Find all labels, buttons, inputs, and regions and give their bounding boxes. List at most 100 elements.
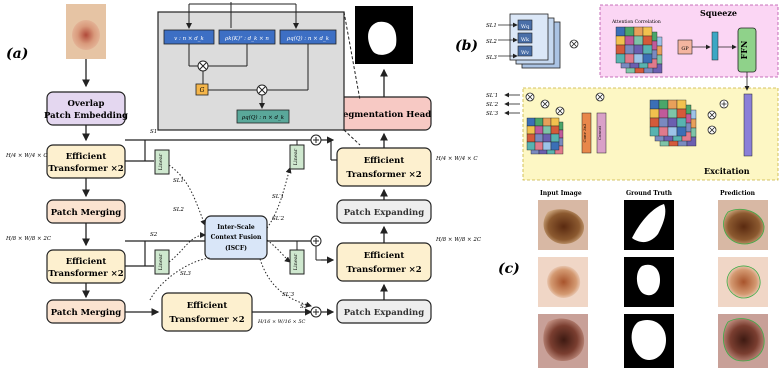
grid-cell bbox=[642, 35, 653, 46]
enc-t3-label-2: Transformer ×2 bbox=[169, 315, 244, 325]
panel-c-label: (c) bbox=[498, 261, 520, 277]
grid-cell bbox=[624, 53, 635, 64]
grid-cell bbox=[676, 99, 687, 110]
grid-cell bbox=[624, 44, 635, 55]
grid-cell bbox=[534, 141, 544, 151]
grid-cell bbox=[526, 133, 536, 143]
patch-expanding-2-label: Patch Expanding bbox=[344, 308, 424, 318]
excitation-output-grid bbox=[526, 117, 564, 155]
patch-merging-2-label: Patch Merging bbox=[51, 308, 122, 318]
dec-dim-2: H/8 × W/8 × 2C bbox=[435, 237, 482, 243]
grid-cell bbox=[526, 125, 536, 135]
v-label: v : n × d_k bbox=[174, 36, 204, 42]
wk-box bbox=[517, 32, 533, 44]
wv-label: Wv bbox=[521, 50, 529, 56]
grid-cell bbox=[647, 58, 658, 69]
multiply-glyph bbox=[597, 94, 603, 100]
grid-cell bbox=[550, 117, 560, 127]
plus-node-1 bbox=[310, 134, 322, 146]
grid-cell bbox=[658, 108, 669, 119]
s2-label: S2 bbox=[150, 232, 158, 238]
grid-cell bbox=[649, 126, 660, 137]
wv-box bbox=[517, 45, 533, 57]
grid-cell bbox=[649, 117, 660, 128]
sl2p-label: SL′2 bbox=[272, 216, 285, 222]
dec-t2-label-1: Efficient bbox=[364, 251, 405, 261]
sl1-label: SL1 bbox=[173, 178, 184, 184]
s3-label-bottom: S3 bbox=[300, 304, 308, 310]
grid-cell bbox=[667, 117, 678, 128]
q-label: ρq(Q) : n × d_k bbox=[286, 35, 330, 42]
mask-shape bbox=[368, 21, 397, 55]
linear-1-label: Linear bbox=[158, 153, 164, 170]
multiply-node-1 bbox=[197, 60, 209, 72]
plus-glyph bbox=[721, 101, 727, 107]
grid-cell bbox=[534, 117, 544, 127]
multiply-glyph bbox=[527, 94, 533, 100]
grid-cell bbox=[550, 133, 560, 143]
grid-cell bbox=[534, 133, 544, 143]
ffn-label: FFN bbox=[739, 41, 749, 60]
excitation-grid bbox=[649, 99, 697, 147]
k-label: ρk(K)ᵀ : d_k × n bbox=[224, 35, 269, 42]
multiply-node-2 bbox=[256, 84, 268, 96]
grid-cell bbox=[624, 35, 635, 46]
concat-label: Concat bbox=[597, 125, 602, 140]
multiply-glyph bbox=[709, 112, 715, 118]
grid-cell bbox=[658, 126, 669, 137]
sl3-label: SL3 bbox=[180, 271, 191, 277]
multiply-glyph bbox=[542, 101, 548, 107]
vector-bar bbox=[711, 31, 719, 61]
excitation-vector bbox=[743, 93, 753, 157]
plus-node-3 bbox=[310, 306, 322, 318]
wq-box bbox=[517, 19, 533, 31]
grid-cell bbox=[615, 35, 626, 46]
grid-cell bbox=[667, 126, 678, 137]
gp-label: GP bbox=[681, 46, 689, 52]
grid-cell bbox=[633, 35, 644, 46]
grid-cell bbox=[633, 44, 644, 55]
multiply-glyph bbox=[557, 108, 563, 114]
iscf-label-1: Inter-Scale bbox=[217, 224, 255, 231]
grid-cell bbox=[649, 99, 660, 110]
multiply-glyph bbox=[571, 41, 577, 47]
b-out-sl2: SL′2 bbox=[486, 102, 499, 108]
grid-cell bbox=[615, 26, 626, 37]
grid-cell bbox=[681, 131, 692, 142]
grid-cell bbox=[633, 26, 644, 37]
header-input: Input Image bbox=[540, 190, 582, 197]
grid-cell bbox=[542, 133, 552, 143]
conv-label: Conv 3x3 bbox=[582, 123, 587, 142]
grid-cell bbox=[534, 125, 544, 135]
grid-cell bbox=[658, 99, 669, 110]
header-pred: Prediction bbox=[720, 190, 756, 197]
grid-cell bbox=[642, 26, 653, 37]
decoder-transformer-1 bbox=[336, 147, 432, 187]
lesion-shape bbox=[72, 20, 100, 50]
grid-cell bbox=[624, 26, 635, 37]
squeeze-label: Squeeze bbox=[700, 8, 737, 18]
patch-merging-1-label: Patch Merging bbox=[51, 208, 122, 218]
b-out-sl1: SL′1 bbox=[486, 93, 498, 99]
g-label: G bbox=[200, 87, 205, 94]
b-in-sl2: SL2 bbox=[486, 39, 497, 45]
enc-t1-label-2: Transformer ×2 bbox=[48, 164, 123, 174]
enc-t3-label-1: Efficient bbox=[187, 301, 228, 311]
panel-b-nodes bbox=[525, 39, 729, 135]
linear-4-label: Linear bbox=[158, 253, 164, 270]
grid-cell bbox=[667, 108, 678, 119]
grid-cell bbox=[676, 108, 687, 119]
wk-label: Wk bbox=[521, 37, 530, 43]
concat-box bbox=[596, 112, 607, 154]
grid-cell bbox=[550, 141, 560, 151]
grid-cell bbox=[642, 44, 653, 55]
enc-t2-label-2: Transformer ×2 bbox=[48, 269, 123, 279]
dec-t1-label-2: Transformer ×2 bbox=[346, 170, 421, 180]
dim-label-3: H/16 × W/16 × 5C bbox=[257, 319, 306, 325]
grid-cell bbox=[615, 53, 626, 64]
enc-t1-label-1: Efficient bbox=[66, 152, 107, 162]
linear-3-label: Linear bbox=[293, 253, 299, 270]
sl3p-label: SL′3 bbox=[282, 292, 295, 298]
grid-cell bbox=[649, 108, 660, 119]
